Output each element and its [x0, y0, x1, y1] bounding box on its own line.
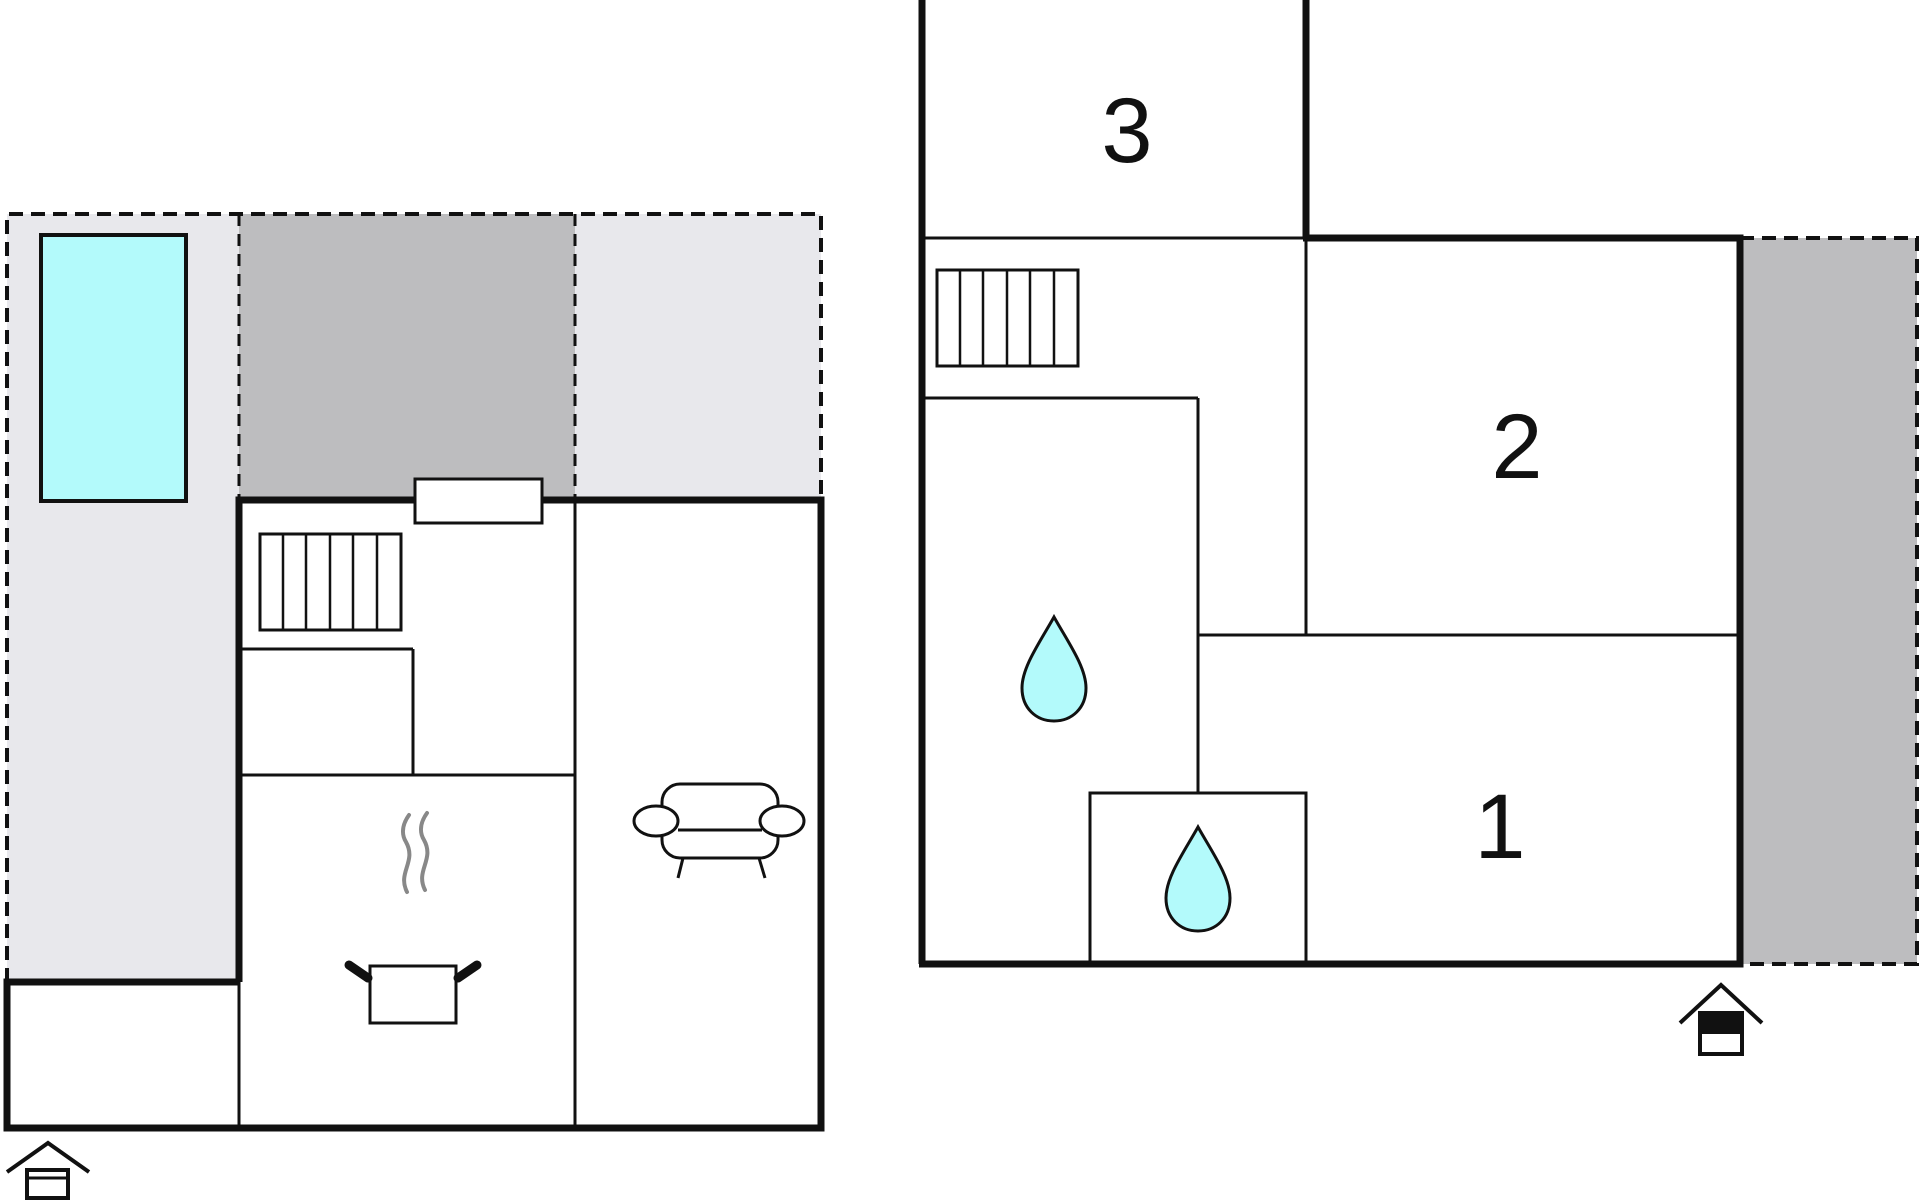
terrace-dashed-border [5, 212, 823, 982]
exterior-wall [3, 496, 825, 1132]
exterior-wall [919, 234, 1744, 968]
kitchen-pot-icon [344, 811, 482, 1025]
balcony-dashed-border [1740, 236, 1919, 966]
room-number-1: 1 [1474, 776, 1525, 878]
sofa-icon [632, 782, 806, 879]
shower-drop-icon [1164, 823, 1232, 933]
upper-floor-plan: 3 2 1 [918, 0, 1919, 1056]
terrace-center [239, 214, 575, 500]
stairs [935, 268, 1080, 368]
entrance-icon [1678, 982, 1764, 1056]
stairs [258, 532, 403, 632]
pool [39, 233, 188, 503]
balcony [1740, 238, 1917, 964]
ground-floor-plan [3, 212, 825, 1200]
entrance-icon [5, 1140, 91, 1200]
bathroom-drop-icon [1020, 613, 1088, 723]
shower-room [1088, 791, 1308, 966]
terrace-right [575, 214, 821, 500]
room-number-2: 2 [1491, 396, 1542, 498]
room-number-3: 3 [1101, 80, 1152, 182]
window [413, 477, 544, 525]
